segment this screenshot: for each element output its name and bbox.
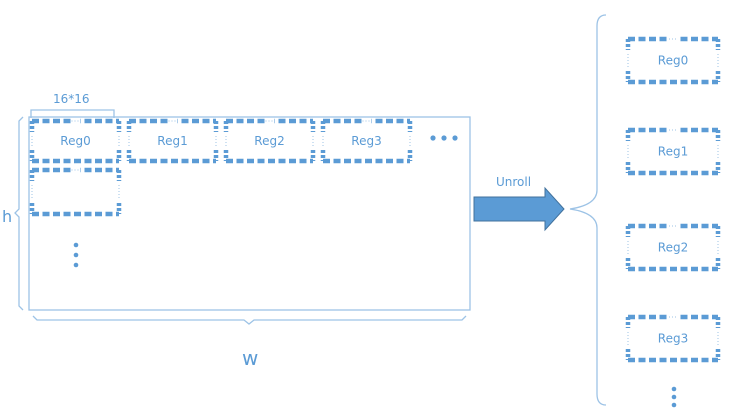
height-bracket — [14, 116, 24, 311]
register-label: Reg0 — [60, 134, 90, 148]
register-label: Reg2 — [658, 241, 688, 255]
grid-register-tile: Reg2 — [223, 118, 316, 164]
left-brace-icon — [569, 14, 607, 406]
ellipsis-horizontal-icon — [430, 135, 458, 141]
register-label: Reg0 — [658, 54, 688, 68]
matrix-outline — [28, 116, 471, 311]
unrolled-register-tile: Reg2 — [625, 223, 721, 272]
unroll-label: Unroll — [496, 175, 531, 189]
register-label: Reg1 — [658, 145, 688, 159]
grid-register-tile — [29, 167, 122, 217]
register-label: Reg3 — [351, 134, 381, 148]
height-label: h — [2, 207, 12, 226]
register-label: Reg3 — [658, 332, 688, 346]
arrow-right-icon — [473, 186, 565, 232]
register-label: Reg1 — [157, 134, 187, 148]
ellipsis-vertical-icon — [73, 242, 79, 268]
grid-register-tile: Reg0 — [29, 118, 122, 164]
unrolled-register-tile: Reg0 — [625, 36, 721, 85]
unrolled-register-tile: Reg1 — [625, 127, 721, 176]
register-label: Reg2 — [254, 134, 284, 148]
width-label: w — [242, 346, 258, 370]
width-bracket — [32, 315, 467, 325]
grid-register-tiles: Reg0 Reg1 Reg2 Reg3 — [29, 118, 413, 217]
unrolled-register-tile: Reg3 — [625, 314, 721, 363]
tile-size-bracket — [30, 109, 115, 118]
ellipsis-vertical-icon — [671, 386, 677, 408]
grid-register-tile: Reg1 — [126, 118, 219, 164]
grid-register-tile: Reg3 — [320, 118, 413, 164]
tile-size-label: 16*16 — [53, 92, 90, 106]
